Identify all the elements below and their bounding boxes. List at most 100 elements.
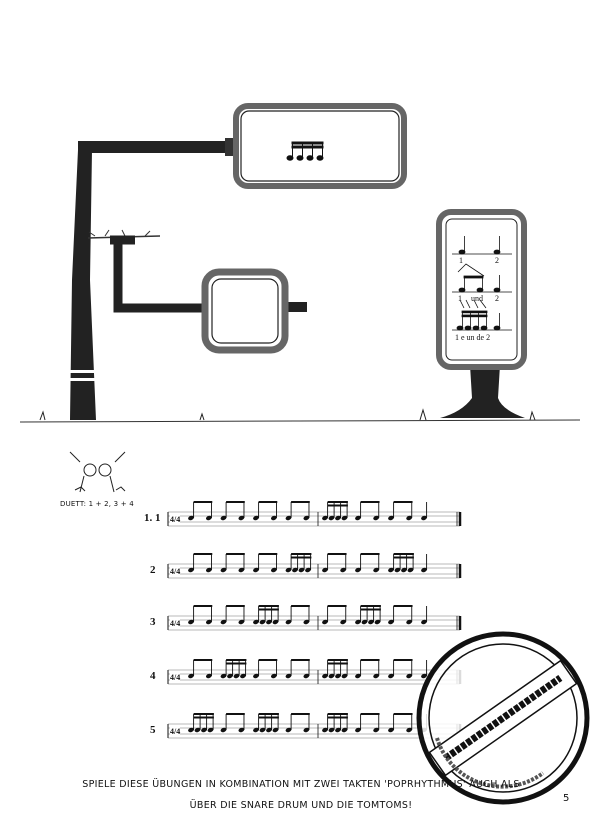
exercise-row (167, 713, 462, 739)
note (322, 567, 328, 573)
time-signature: 4/4 (170, 567, 181, 576)
note (259, 619, 266, 625)
beam (327, 504, 348, 507)
beam (327, 662, 348, 665)
note (272, 727, 279, 733)
beam (291, 501, 310, 503)
beam (258, 716, 279, 719)
small-sign (201, 268, 289, 354)
note (368, 619, 374, 625)
beam (327, 659, 348, 661)
beam (258, 608, 279, 611)
note (394, 567, 401, 573)
signpost-illustration (19, 103, 581, 423)
note (205, 567, 212, 573)
note (355, 567, 361, 573)
beam (226, 605, 245, 607)
beam (360, 713, 380, 715)
note (355, 673, 361, 679)
note (335, 515, 341, 521)
note (220, 727, 227, 733)
note (220, 673, 227, 679)
note (253, 673, 259, 679)
note (220, 515, 227, 521)
note (259, 727, 266, 733)
note (270, 673, 277, 679)
beam (193, 605, 213, 607)
note (374, 619, 381, 625)
time-signature: 4/4 (170, 727, 181, 736)
billboard-count-2: 2 (495, 256, 499, 265)
billboard-count-5: 2 (495, 294, 499, 303)
note (421, 515, 427, 521)
note (406, 515, 413, 521)
beam (393, 713, 413, 715)
beam (327, 553, 347, 555)
note (407, 567, 414, 573)
note (303, 673, 310, 679)
note (188, 567, 194, 573)
note (322, 727, 328, 733)
exercise-row (167, 553, 462, 579)
note (388, 515, 394, 521)
note (285, 673, 292, 679)
note (361, 619, 368, 625)
time-signature: 4/4 (170, 515, 181, 524)
exercise-label: 5 (150, 724, 156, 736)
beam (393, 553, 414, 555)
beam (226, 553, 245, 555)
note (406, 619, 413, 625)
note (335, 727, 341, 733)
note (421, 567, 427, 573)
note (233, 673, 240, 679)
beam (291, 605, 310, 607)
beam (226, 662, 247, 665)
billboard-count-1: 1 (459, 256, 463, 265)
beam (327, 501, 348, 503)
beam (258, 605, 279, 607)
beam (360, 659, 380, 661)
note (201, 727, 207, 733)
note (373, 727, 380, 733)
note (303, 727, 310, 733)
note (303, 515, 310, 521)
note (272, 619, 279, 625)
note (303, 619, 310, 625)
note (322, 619, 328, 625)
note (373, 515, 380, 521)
beam (258, 659, 278, 661)
note (253, 727, 259, 733)
note (238, 727, 245, 733)
note (328, 673, 335, 679)
note (270, 515, 277, 521)
note (205, 619, 212, 625)
note (188, 727, 194, 733)
note (341, 515, 348, 521)
beam (393, 556, 414, 559)
note (341, 673, 348, 679)
note (406, 673, 413, 679)
beam (258, 501, 278, 503)
beam (393, 659, 413, 661)
note (388, 619, 394, 625)
beam (291, 553, 312, 555)
instruction-line-2: ÜBER DIE SNARE DRUM UND DIE TOMTOMS! (189, 800, 413, 811)
note (285, 515, 292, 521)
note (341, 727, 348, 733)
note (328, 515, 335, 521)
exercise-row (167, 605, 462, 631)
note (340, 619, 347, 625)
exercise-row (167, 659, 462, 685)
beam (193, 659, 213, 661)
note (194, 727, 201, 733)
note (285, 727, 292, 733)
note (373, 567, 380, 573)
note (388, 727, 394, 733)
beam (193, 553, 213, 555)
beam (226, 659, 247, 661)
note (253, 619, 259, 625)
beam (193, 501, 213, 503)
page-number: 5 (563, 793, 570, 804)
exercise-label: 1. 1 (144, 512, 161, 524)
